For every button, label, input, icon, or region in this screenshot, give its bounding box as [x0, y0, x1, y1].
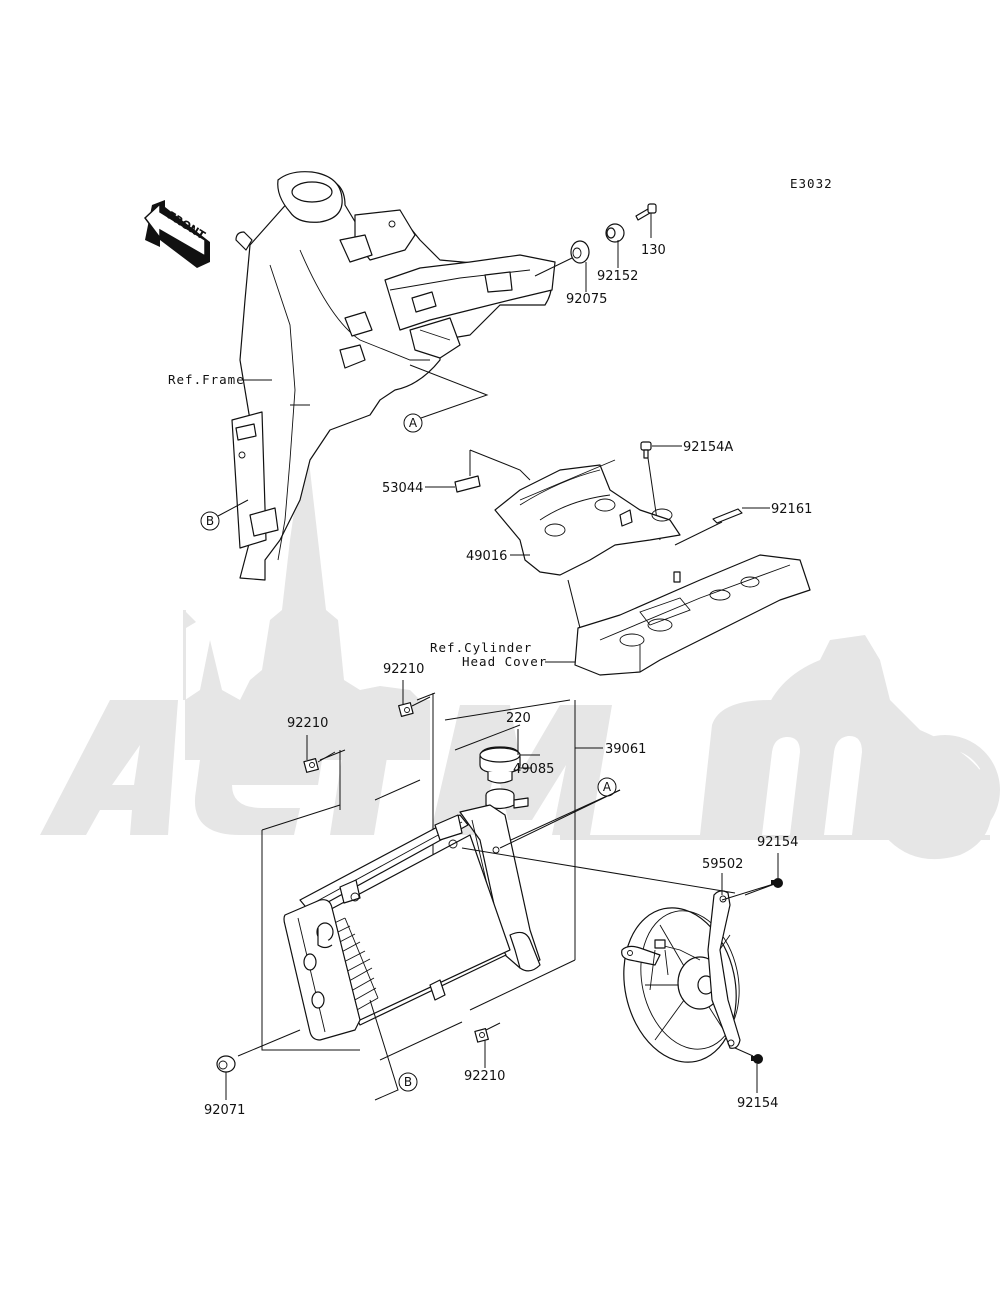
grommet-92071 — [216, 1029, 301, 1073]
part-label-53044[interactable]: 53044 — [382, 481, 423, 496]
part-label-59502[interactable]: 59502 — [702, 857, 743, 872]
callout-b-left-leader — [217, 499, 249, 517]
callout-a-radiator-letter: A — [603, 780, 612, 794]
collar-92152 — [605, 223, 625, 243]
part-label-92210-left[interactable]: 92210 — [287, 716, 328, 731]
bolt-92154-bottom — [751, 1054, 763, 1064]
part-label-130[interactable]: 130 — [641, 243, 666, 258]
part-label-92071[interactable]: 92071 — [204, 1103, 245, 1118]
nut-92210-top — [398, 696, 431, 717]
part-label-92152[interactable]: 92152 — [597, 269, 638, 284]
part-label-92154-top[interactable]: 92154 — [757, 835, 798, 850]
heat-guard-49016 — [494, 459, 681, 576]
bolt-130 — [635, 203, 657, 221]
callout-b-bottom-leader — [369, 999, 399, 1101]
nut-92210-bottom — [474, 1022, 501, 1043]
part-label-92210-top[interactable]: 92210 — [383, 662, 424, 677]
cylinder-head-cover-ref — [567, 521, 811, 676]
callout-a-top — [403, 413, 423, 433]
diagram-code: E3032 — [790, 176, 833, 191]
bolt-92154-top — [771, 878, 783, 888]
part-label-92154-bottom[interactable]: 92154 — [737, 1096, 778, 1111]
watermark-logo — [40, 400, 1000, 860]
ref-cylinder-head-label-line2: Head Cover — [462, 654, 547, 669]
ref-cylinder-head-label-line1: Ref.Cylinder — [430, 640, 532, 655]
part-label-49085[interactable]: 49085 — [513, 762, 554, 777]
pad-92161 — [712, 508, 743, 524]
nut-92210-left — [303, 751, 336, 773]
callout-b-left — [200, 511, 220, 531]
damper-53044 — [454, 449, 531, 493]
front-arrow-icon: FRONT — [143, 200, 210, 268]
callout-a-top-letter: A — [409, 416, 418, 430]
callout-b-bottom-leader-2 — [379, 1021, 463, 1061]
part-label-49016[interactable]: 49016 — [466, 549, 507, 564]
radiator-cap-49085 — [479, 746, 540, 784]
grommet-92075 — [534, 240, 590, 277]
callout-b-bottom — [398, 1072, 418, 1092]
radiator-39061 — [283, 788, 736, 1041]
ref-frame-label: Ref.Frame — [168, 372, 245, 387]
part-label-220[interactable]: 220 — [506, 711, 531, 726]
part-label-92075[interactable]: 92075 — [566, 292, 607, 307]
part-label-92210-bottom[interactable]: 92210 — [464, 1069, 505, 1084]
callout-a-top-leader — [409, 364, 489, 419]
part-label-92154A[interactable]: 92154A — [683, 440, 733, 455]
frame-drawing — [231, 171, 556, 581]
part-label-92161[interactable]: 92161 — [771, 502, 812, 517]
callout-b-left-letter: B — [206, 514, 214, 528]
fan-assembly-59502 — [621, 881, 781, 1063]
callout-b-bottom-letter: B — [404, 1075, 412, 1089]
part-label-39061[interactable]: 39061 — [605, 742, 646, 757]
